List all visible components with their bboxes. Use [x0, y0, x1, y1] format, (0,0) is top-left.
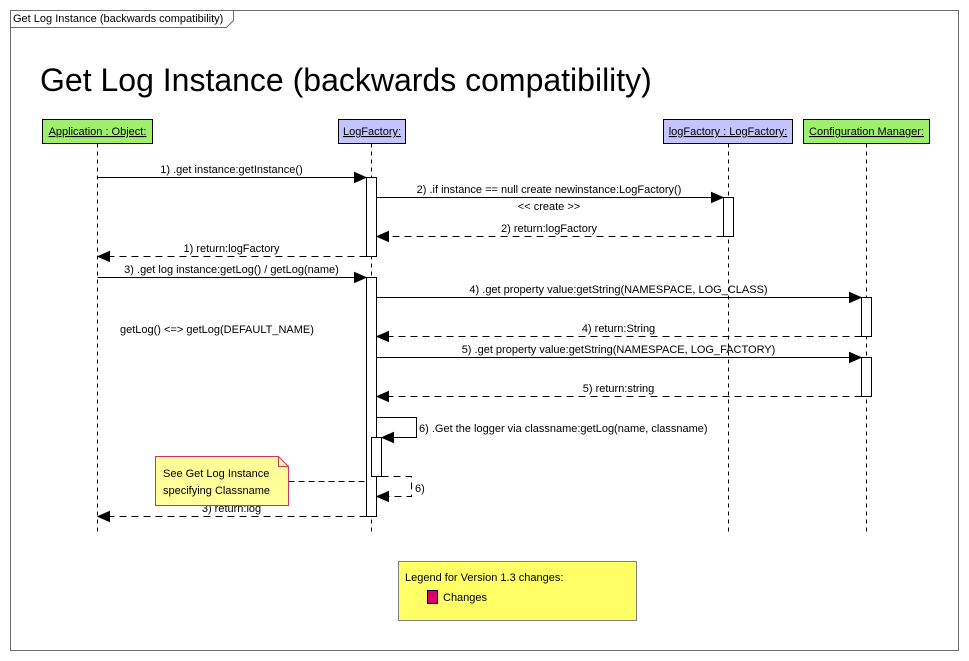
lifeline-box	[663, 119, 793, 144]
frame-tab-label: Get Log Instance (backwards compatibilit…	[13, 13, 223, 25]
frame-tab	[10, 10, 234, 28]
activation-logfactory-2	[366, 277, 377, 517]
message-self-get-logger: 6) .Get the logger via classname:getLog(…	[376, 417, 708, 444]
lifeline-label: LogFactory:	[343, 126, 401, 138]
annotation-default-name: getLog() <=> getLog(DEFAULT_NAME)	[120, 324, 314, 336]
arrowhead	[375, 390, 389, 403]
legend-title: Legend for Version 1.3 changes:	[405, 572, 563, 584]
legend: Legend for Version 1.3 changes: Changes	[398, 561, 637, 621]
message-line	[381, 476, 412, 497]
arrowhead	[96, 250, 110, 263]
activation-logfactory-1	[366, 177, 377, 257]
lifeline-label: Configuration Manager:	[809, 126, 924, 138]
message-get-log: 3) .get log instance:getLog() / getLog(n…	[97, 264, 368, 284]
message-create-instance: 2) .if instance == null create newinstan…	[376, 184, 725, 213]
arrowhead	[711, 191, 725, 204]
note-fold	[278, 456, 289, 467]
message-get-log-factory: 5) .get property value:getString(NAMESPA…	[376, 344, 863, 364]
diagram-frame	[10, 10, 959, 651]
arrowhead	[96, 510, 110, 523]
message-label: 4) return:String	[582, 323, 655, 335]
lifeline-header-logfactory-instance: logFactory : LogFactory:	[663, 119, 793, 144]
message-label: 5) return:string	[583, 383, 655, 395]
message-get-log-class: 4) .get property value:getString(NAMESPA…	[376, 284, 863, 304]
message-label: 2) return:logFactory	[501, 223, 597, 235]
message-label: 6) .Get the logger via classname:getLog(…	[419, 423, 708, 435]
arrowhead	[354, 171, 368, 184]
lifeline-box	[803, 119, 930, 144]
message-self-return: 6)	[375, 476, 425, 503]
message-return-logfactory-1: 1) return:logFactory	[96, 243, 367, 263]
legend-box	[398, 561, 637, 621]
message-return-logfactory-2: 2) return:logFactory	[375, 223, 724, 243]
message-return-string-2: 5) return:string	[375, 383, 862, 403]
message-stereotype: << create >>	[518, 201, 580, 213]
diagram-title: Get Log Instance (backwards compatibilit…	[40, 62, 652, 98]
message-line	[376, 417, 417, 438]
message-return-string-1: 4) return:String	[375, 323, 862, 343]
lifeline-box	[42, 119, 153, 144]
lifeline-label: logFactory : LogFactory:	[669, 126, 788, 138]
lifeline-header-logfactory: LogFactory:	[338, 119, 406, 144]
note-box	[155, 456, 289, 506]
message-label: 3) .get log instance:getLog() / getLog(n…	[124, 264, 339, 276]
lifeline-box	[338, 119, 406, 144]
message-label: 5) .get property value:getString(NAMESPA…	[462, 344, 776, 356]
legend-swatch-changes	[427, 590, 438, 604]
activation-configuration-manager-2	[861, 357, 872, 397]
note-specifying-classname: See Get Log Instance specifying Classnam…	[155, 456, 289, 506]
note-line-2: specifying Classname	[163, 485, 270, 497]
message-label: 6)	[415, 483, 425, 495]
arrowhead	[375, 490, 389, 503]
arrowhead	[380, 431, 394, 444]
activation-configuration-manager-1	[861, 297, 872, 337]
message-label: 4) .get property value:getString(NAMESPA…	[469, 284, 767, 296]
message-label: 1) return:logFactory	[184, 243, 280, 255]
arrowhead	[849, 291, 863, 304]
arrowhead	[375, 330, 389, 343]
note-line-1: See Get Log Instance	[163, 468, 269, 480]
lifeline-header-application: Application : Object:	[42, 119, 153, 144]
activation-logfactory-nested	[371, 437, 382, 477]
lifeline-header-configuration-manager: Configuration Manager:	[803, 119, 930, 144]
legend-item-changes: Changes	[443, 592, 488, 604]
activation-logfactory-instance	[723, 197, 734, 237]
arrowhead	[354, 271, 368, 284]
message-label: 2) .if instance == null create newinstan…	[417, 184, 682, 196]
arrowhead	[375, 230, 389, 243]
message-get-instance: 1) .get instance:getInstance()	[97, 164, 368, 184]
arrowhead	[849, 351, 863, 364]
message-label: 1) .get instance:getInstance()	[160, 164, 302, 176]
lifeline-label: Application : Object:	[49, 126, 147, 138]
